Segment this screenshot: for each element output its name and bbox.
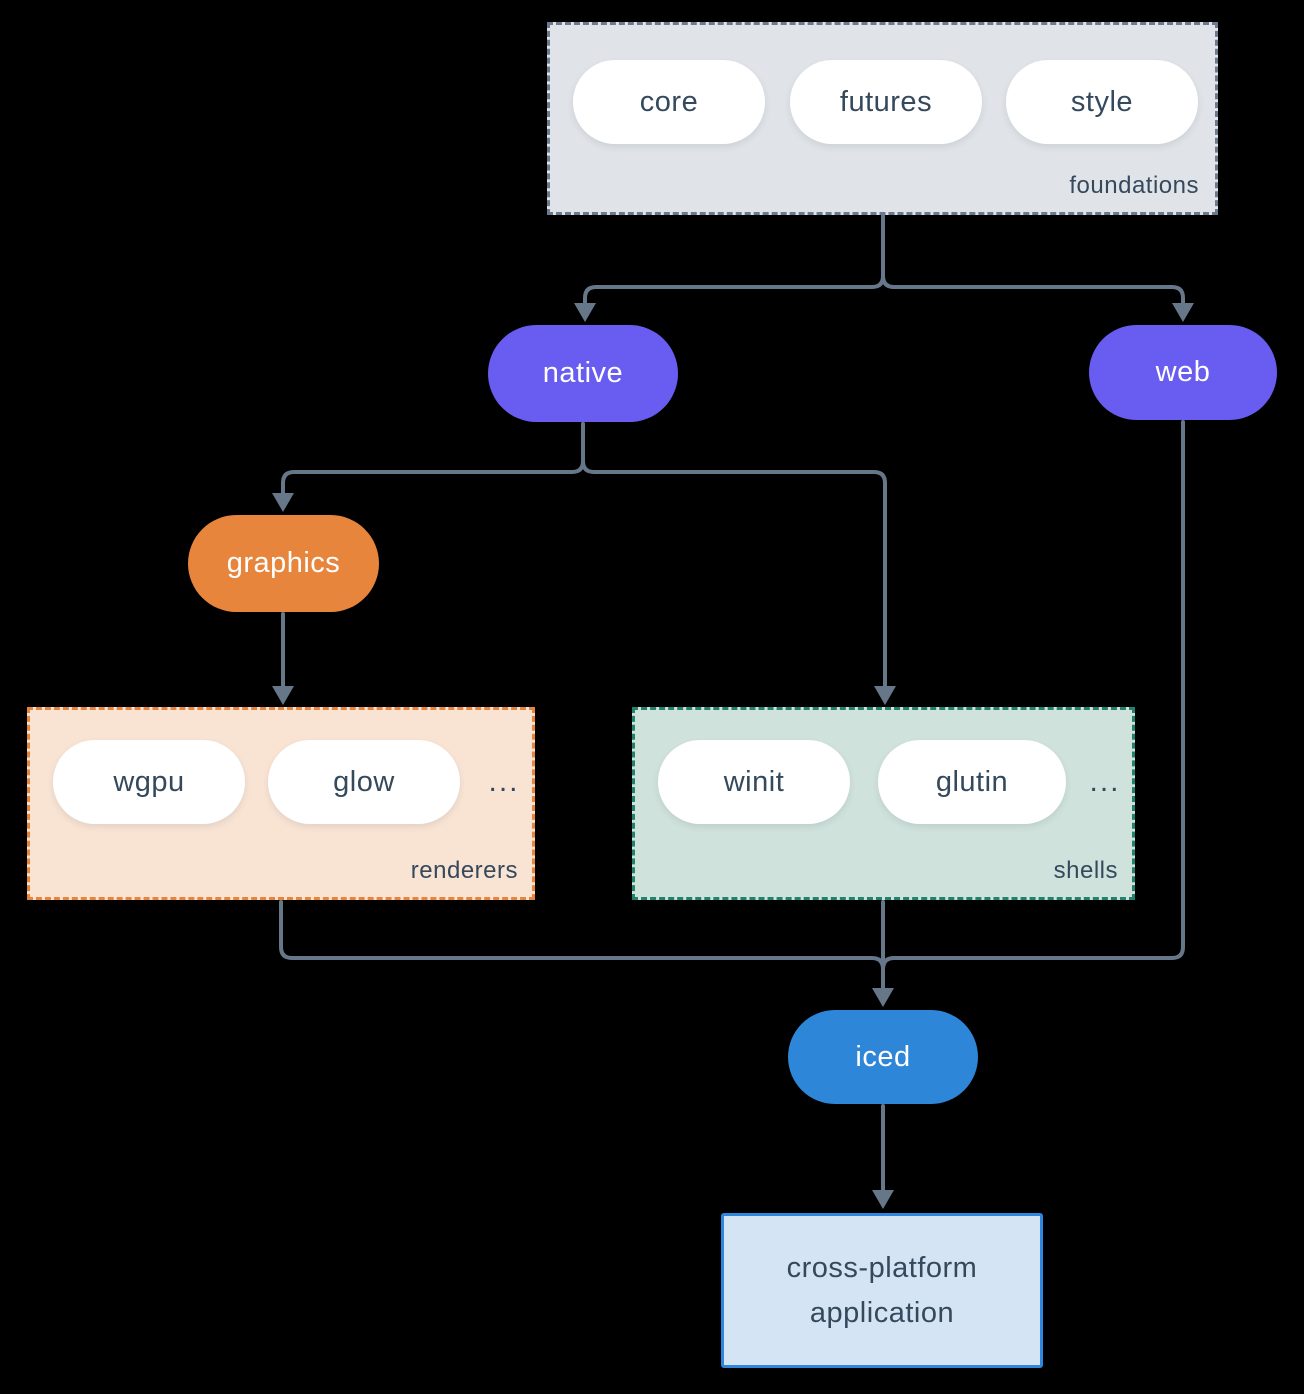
connector-foundations-web bbox=[881, 214, 1185, 306]
node-winit: winit bbox=[658, 740, 850, 824]
node-core: core bbox=[573, 60, 765, 144]
shells-group: winit glutin ... shells bbox=[632, 707, 1135, 900]
arrowhead-shells bbox=[874, 686, 896, 705]
application-box: cross-platform application bbox=[721, 1213, 1043, 1368]
connector-web-iced bbox=[881, 420, 1185, 992]
arrowhead-native bbox=[574, 303, 596, 322]
renderers-group: wgpu glow ... renderers bbox=[27, 707, 535, 900]
arrowhead-web bbox=[1172, 303, 1194, 322]
connector-renderers-iced bbox=[279, 900, 885, 992]
foundations-label: foundations bbox=[1069, 172, 1199, 199]
arrowhead-graphics bbox=[272, 493, 294, 512]
application-label-line2: application bbox=[809, 1296, 955, 1329]
arrowhead-application bbox=[872, 1190, 894, 1209]
node-futures: futures bbox=[790, 60, 982, 144]
connector-foundations-native bbox=[583, 214, 885, 306]
node-glow: glow bbox=[268, 740, 460, 824]
connector-native-shells bbox=[581, 422, 887, 690]
shells-label: shells bbox=[1053, 857, 1118, 884]
connector-native-graphics bbox=[281, 422, 585, 496]
arrowhead-renderers bbox=[272, 686, 294, 705]
node-style: style bbox=[1006, 60, 1198, 144]
renderers-label: renderers bbox=[410, 857, 518, 884]
node-wgpu: wgpu bbox=[53, 740, 245, 824]
node-web: web bbox=[1089, 325, 1277, 420]
node-graphics: graphics bbox=[188, 515, 379, 612]
shells-ellipsis: ... bbox=[1089, 765, 1121, 798]
node-native: native bbox=[488, 325, 678, 422]
renderers-ellipsis: ... bbox=[488, 765, 520, 798]
node-glutin: glutin bbox=[878, 740, 1066, 824]
arrowhead-iced bbox=[872, 988, 894, 1007]
node-iced: iced bbox=[788, 1010, 978, 1104]
foundations-group: core futures style foundations bbox=[547, 22, 1218, 215]
application-label-line1: cross-platform bbox=[786, 1251, 978, 1284]
